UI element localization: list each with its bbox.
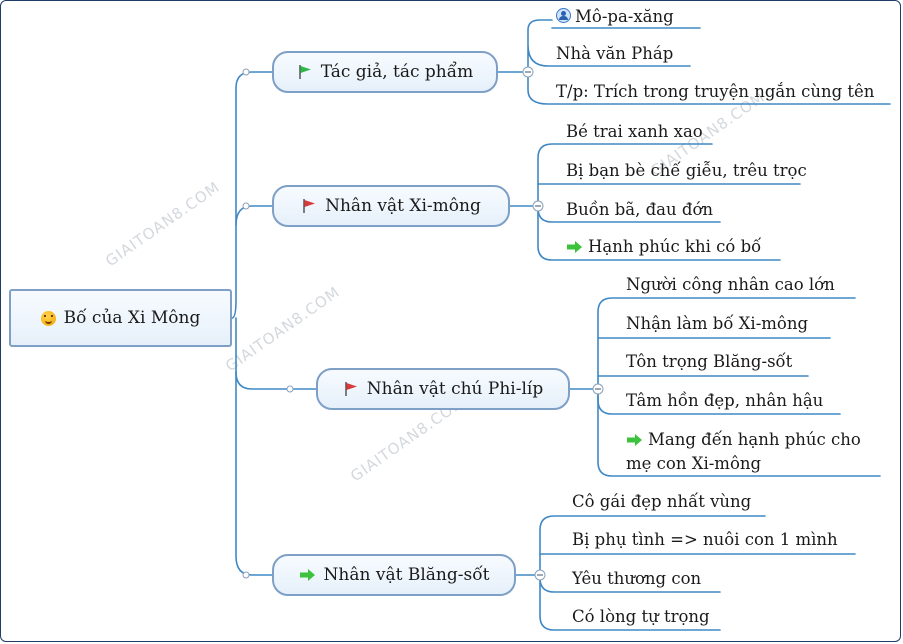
branch-node-tac-gia: Tác giả, tác phẩm — [272, 51, 498, 93]
leaf-item: Người công nhân cao lớn — [626, 275, 835, 294]
leaf-item: Buồn bã, đau đớn — [566, 200, 714, 219]
leaf-item: Yêu thương con — [572, 569, 702, 588]
person-icon — [556, 8, 571, 23]
leaf-item: Hạnh phúc khi có bố — [566, 236, 761, 258]
leaf-item: Bé trai xanh xao — [566, 122, 703, 141]
branch-label: Nhân vật Blăng-sốt — [323, 565, 490, 585]
branch-node-phi-lip: Nhân vật chú Phi-líp — [316, 368, 570, 410]
leaf-item: Nhà văn Pháp — [556, 44, 674, 63]
smiley-icon — [40, 310, 56, 326]
root-label: Bố của Xi Mông — [63, 308, 201, 328]
root-node: Bố của Xi Mông — [9, 289, 232, 347]
green-arrow-icon — [627, 434, 642, 446]
green-flag-icon — [298, 65, 311, 79]
branch-label: Nhân vật Xi-mông — [325, 196, 481, 216]
green-arrow-icon — [567, 241, 582, 253]
branch-node-blang-sot: Nhân vật Blăng-sốt — [272, 554, 516, 596]
green-arrow-icon — [299, 569, 315, 581]
leaf-item: Nhận làm bố Xi-mông — [626, 314, 809, 333]
leaf-item: Bị bạn bè chế giễu, trêu trọc — [566, 161, 807, 180]
branch-label: Tác giả, tác phẩm — [320, 62, 474, 82]
branch-node-xi-mong: Nhân vật Xi-mông — [272, 185, 510, 227]
leaf-item: Tâm hồn đẹp, nhân hậu — [626, 391, 824, 410]
red-flag-icon — [345, 382, 357, 396]
leaf-item: Bị phụ tình => nuôi con 1 mình — [572, 530, 838, 549]
leaf-item: Cô gái đẹp nhất vùng — [572, 492, 752, 511]
leaf-item: T/p: Trích trong truyện ngắn cùng tên — [556, 82, 875, 101]
leaf-item: Tôn trọng Blăng-sốt — [626, 352, 793, 371]
red-flag-icon — [303, 199, 316, 213]
leaf-item: Mang đến hạnh phúc cho mẹ con Xi-mông — [626, 430, 861, 473]
leaf-item: Có lòng tự trọng — [572, 607, 710, 626]
branch-label: Nhân vật chú Phi-líp — [366, 379, 544, 399]
leaf-item: Mô-pa-xăng — [556, 6, 674, 28]
